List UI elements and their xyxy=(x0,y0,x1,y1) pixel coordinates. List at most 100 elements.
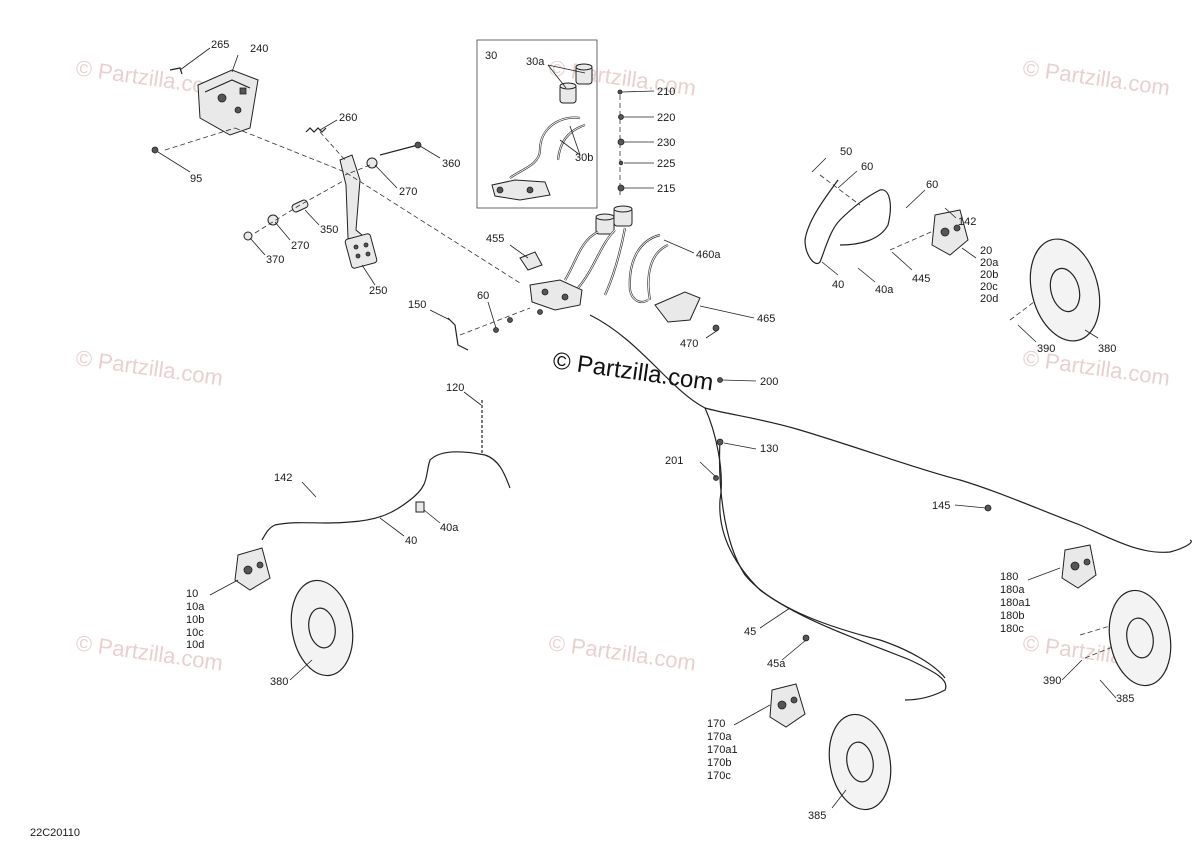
callout-label: 170a xyxy=(707,731,732,743)
callout-label: 240 xyxy=(250,43,268,55)
leader-lines xyxy=(157,47,1117,809)
small-fasteners-icon xyxy=(493,89,625,333)
inset-box xyxy=(476,39,598,209)
callout-label: 40a xyxy=(440,522,459,534)
callout-label: 180a1 xyxy=(1000,597,1031,609)
callout-label: 130 xyxy=(760,443,778,455)
callout-label: 180c xyxy=(1000,623,1024,635)
bracket-40a-icon xyxy=(415,501,425,513)
callout-label: 180b xyxy=(1000,610,1024,622)
callout-label: 20c xyxy=(980,281,998,293)
callout-label: 145 xyxy=(932,500,950,512)
watermark-text: © Partzilla.com xyxy=(74,345,224,390)
clip-icon xyxy=(169,67,183,75)
brake-pedal-icon xyxy=(339,154,378,269)
callout-label: 142 xyxy=(958,216,976,228)
callout-label: 380 xyxy=(270,676,288,688)
callout-label: 20 xyxy=(980,245,992,257)
callout-label: 460a xyxy=(696,249,721,261)
callout-label: 250 xyxy=(369,285,387,297)
callout-label: 50 xyxy=(840,146,852,158)
callout-label: 360 xyxy=(442,158,460,170)
callout-label: 390 xyxy=(1043,675,1061,687)
callout-label: 220 xyxy=(657,112,675,124)
callout-label: 385 xyxy=(1116,693,1134,705)
callout-label: 380 xyxy=(1098,343,1116,355)
brake-disc-385-right-icon xyxy=(1108,589,1172,687)
callout-label: 10d xyxy=(186,639,204,651)
callout-label: 260 xyxy=(339,112,357,124)
caliper-180-icon xyxy=(1061,544,1097,589)
line-clips-icon xyxy=(713,377,992,642)
bracket-465-icon xyxy=(654,291,720,332)
callout-label: 230 xyxy=(657,137,675,149)
callout-label: 150 xyxy=(408,299,426,311)
callout-label: 30 xyxy=(485,50,497,62)
callout-label: 445 xyxy=(912,273,930,285)
callout-label: 40a xyxy=(875,284,894,296)
hose-460a-icon xyxy=(628,233,669,304)
callout-label: 350 xyxy=(320,224,338,236)
inset-hose-icon xyxy=(509,116,586,179)
callout-label: 270 xyxy=(291,240,309,252)
callout-label: 30a xyxy=(526,56,545,68)
caliper-20-icon xyxy=(931,209,969,256)
callout-label: 170 xyxy=(707,718,725,730)
callout-label: 10 xyxy=(186,588,198,600)
bolt-icon xyxy=(151,146,159,154)
callout-label: 225 xyxy=(657,158,675,170)
callout-label: 470 xyxy=(680,338,698,350)
callout-label: 455 xyxy=(486,233,504,245)
callout-label: 60 xyxy=(477,290,489,302)
center-watermark: © Partzilla.com xyxy=(551,347,715,396)
callout-label: 465 xyxy=(757,313,775,325)
caliper-10-icon xyxy=(234,547,271,591)
callout-label: 10a xyxy=(186,601,205,613)
callout-label: 142 xyxy=(274,472,292,484)
switch-150-icon xyxy=(447,317,469,351)
caliper-170-icon xyxy=(769,683,806,728)
callout-label: 210 xyxy=(657,86,675,98)
brake-disc-385-bottom-icon xyxy=(828,713,892,811)
brake-disc-380-left-icon xyxy=(290,579,354,677)
brake-disc-380-right-icon xyxy=(1029,238,1101,342)
diagram-code: 22C20110 xyxy=(30,827,80,839)
callout-label: 265 xyxy=(211,39,229,51)
callout-label: 270 xyxy=(399,186,417,198)
pivot-rod-icon xyxy=(379,141,422,156)
callout-label: 170c xyxy=(707,770,731,782)
reservoir-hose-icon xyxy=(564,227,627,296)
watermark-text: © Partzilla.com xyxy=(1021,55,1171,100)
master-cylinder-icon xyxy=(529,205,633,311)
callout-label: 390 xyxy=(1037,343,1055,355)
callout-label: 200 xyxy=(760,376,778,388)
callout-labels: 265 240 260 95 360 270 350 270 370 250 3… xyxy=(186,39,1134,822)
callout-label: 45 xyxy=(744,626,756,638)
callout-label: 10b xyxy=(186,614,204,626)
callout-label: 215 xyxy=(657,183,675,195)
callout-label: 30b xyxy=(575,152,593,164)
callout-label: 10c xyxy=(186,627,204,639)
inset-master-cylinder-icon xyxy=(491,179,551,201)
callout-label: 370 xyxy=(266,254,284,266)
callout-label: 45a xyxy=(767,658,786,670)
callout-label: 170b xyxy=(707,757,731,769)
callout-label: 180a xyxy=(1000,584,1025,596)
pedal-box-icon xyxy=(197,69,259,136)
reservoir-icon xyxy=(559,63,593,104)
callout-label: 201 xyxy=(665,455,683,467)
callout-label: 40 xyxy=(832,279,844,291)
callout-label: 180 xyxy=(1000,571,1018,583)
callout-label: 120 xyxy=(446,382,464,394)
callout-label: 40 xyxy=(405,535,417,547)
callout-label: 20d xyxy=(980,293,998,305)
callout-label: 60 xyxy=(926,179,938,191)
callout-label: 60 xyxy=(861,161,873,173)
brake-line-left-icon xyxy=(261,400,511,541)
callout-label: 95 xyxy=(190,173,202,185)
callout-label: 385 xyxy=(808,810,826,822)
callout-label: 20b xyxy=(980,269,998,281)
callout-label: 20a xyxy=(980,257,999,269)
spring-icon xyxy=(305,127,327,133)
